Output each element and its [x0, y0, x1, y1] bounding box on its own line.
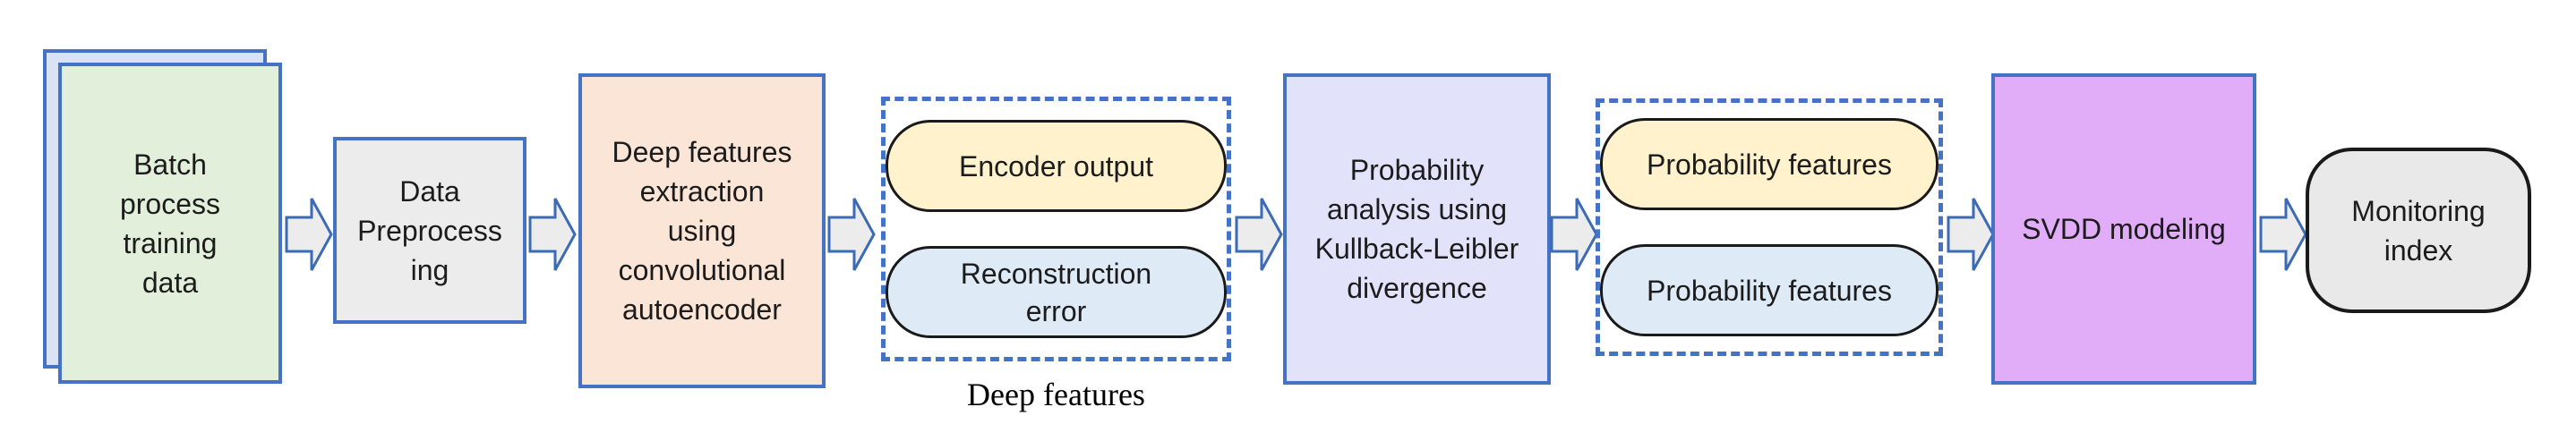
flow-arrow-icon — [2259, 198, 2307, 271]
deep-features-caption: Deep features — [967, 377, 1145, 412]
svdd-modeling-label: SVDD modeling — [2022, 213, 2226, 245]
probability-features-bottom-label: Probability features — [1647, 274, 1892, 307]
flow-arrow-icon — [1550, 198, 1598, 271]
data-preprocessing-label: Data Preprocess ing — [357, 174, 502, 286]
deep-features-extraction-node: Deep features extraction using convoluti… — [578, 73, 826, 388]
data-preprocessing-node: Data Preprocess ing — [333, 137, 526, 324]
reconstruction-error-label: Reconstruction error — [960, 257, 1152, 327]
reconstruction-error-node: Reconstruction error — [886, 246, 1227, 338]
batch-training-data-label: Batch process training data — [119, 148, 221, 299]
probability-features-bottom-node: Probability features — [1600, 244, 1938, 336]
monitoring-index-label: Monitoring index — [2351, 194, 2486, 267]
flow-arrow-icon — [1947, 198, 1995, 271]
flow-arrow-icon — [285, 198, 333, 271]
encoder-output-label: Encoder output — [958, 149, 1154, 182]
flow-arrow-icon — [827, 198, 876, 271]
probability-features-top-node: Probability features — [1600, 118, 1938, 210]
svdd-modeling-node: SVDD modeling — [1991, 73, 2256, 385]
probability-features-group: Probability features Probability feature… — [1596, 98, 1943, 356]
probability-analysis-node: Probability analysis using Kullback-Leib… — [1283, 73, 1551, 385]
deep-features-extraction-label: Deep features extraction using convoluti… — [612, 136, 792, 326]
flow-arrow-icon — [1235, 198, 1283, 271]
flow-arrow-icon — [528, 198, 577, 271]
probability-analysis-label: Probability analysis using Kullback-Leib… — [1314, 154, 1519, 304]
batch-training-data-node: Batch process training data — [58, 63, 282, 384]
monitoring-index-node: Monitoring index — [2306, 148, 2531, 313]
probability-features-top-label: Probability features — [1647, 148, 1892, 181]
deep-features-group: Encoder output Reconstruction error — [881, 97, 1231, 361]
encoder-output-node: Encoder output — [886, 120, 1227, 212]
